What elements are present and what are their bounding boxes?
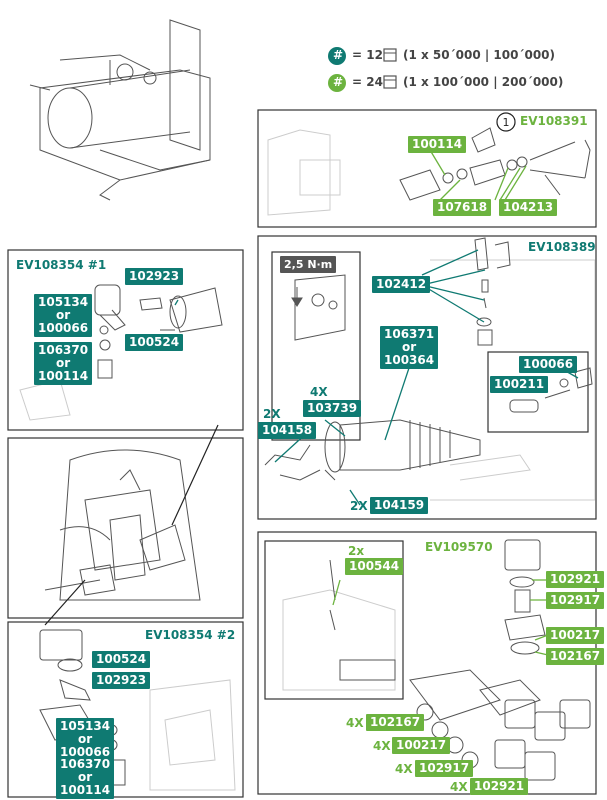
part-tag-100114: 100114: [408, 136, 467, 153]
legend-interval-teal: (1 x 50´000 | 100´000): [403, 48, 555, 62]
part-tag-100066: 100066: [519, 356, 578, 373]
boiler-cutaway-drawing: [44, 449, 201, 601]
part-tag-104213: 104213: [499, 199, 558, 216]
leader-to-ev108354-2: [44, 579, 86, 626]
panel-title-ev108391: EV108391: [520, 114, 588, 128]
part-tag-102917: 102917: [546, 592, 605, 609]
part-tag-104159: 104159: [370, 497, 429, 514]
ev108389-drawing: [264, 237, 596, 501]
part-tag-102923: 102923: [125, 268, 184, 285]
qty-2x-104158: 2X: [263, 407, 281, 421]
part-tag-105134-or-100066: 105134 or 100066: [34, 294, 93, 337]
part-tag-100211: 100211: [490, 376, 549, 393]
qty-2x-100544: 2x: [348, 544, 365, 558]
qty-4x-100217: 4X: [373, 739, 391, 753]
part-tag-105134-or-100066-b: 105134 or 100066: [56, 718, 115, 761]
qty-2x-104159: 2X: [350, 499, 368, 513]
legend-symbol-teal: #: [333, 48, 344, 62]
panel-frame-ev108354-2: [7, 621, 244, 798]
leader-to-ev108354-1: [171, 424, 219, 526]
inset-frame-pin: [487, 351, 589, 433]
part-tag-100217-b: 100217: [392, 737, 451, 754]
inset-frame-100544: [264, 540, 404, 700]
callout-circle: [496, 112, 516, 132]
panel-title-ev108354-2: EV108354 #2: [145, 628, 236, 642]
qty-4x-102167: 4X: [346, 716, 364, 730]
legend-symbol-green: #: [333, 75, 344, 89]
legend-count-green: = 24: [352, 75, 383, 89]
panel-frame-ev108389: [257, 235, 597, 520]
part-tag-106371-or-100364: 106371 or 100364: [380, 326, 439, 369]
panel-frame-ev108391: [257, 109, 597, 228]
part-tag-106370-or-100114: 106370 or 100114: [34, 342, 93, 385]
part-tag-102923-b: 102923: [92, 672, 151, 689]
part-tag-104158: 104158: [258, 422, 317, 439]
part-tag-100544: 100544: [345, 558, 404, 575]
panel-title-ev108354-1: EV108354 #1: [16, 258, 107, 272]
torque-label: 2,5 N·m: [280, 256, 337, 273]
legend-interval-green: (1 x 100´000 | 200´000): [403, 75, 564, 89]
panel-frame-overview: [7, 437, 244, 619]
part-tag-100524-b: 100524: [92, 651, 151, 668]
part-tag-103739: 103739: [303, 400, 362, 417]
part-tag-100524: 100524: [125, 334, 184, 351]
panel-frame-ev108354-1: [7, 249, 244, 431]
part-tag-100217: 100217: [546, 627, 605, 644]
panel-title-ev109570: EV109570: [425, 540, 493, 554]
green-leaders: [332, 149, 549, 656]
panel-title-ev108389: EV108389: [528, 240, 596, 254]
part-tag-102921-b: 102921: [470, 778, 529, 795]
qty-4x-103739: 4X: [310, 385, 328, 399]
part-tag-107618: 107618: [433, 199, 492, 216]
part-tag-102167: 102167: [546, 648, 605, 665]
part-tag-102917-b: 102917: [415, 760, 474, 777]
legend-icons: [328, 47, 397, 92]
part-tag-102921: 102921: [546, 571, 605, 588]
part-tag-102167-b: 102167: [366, 714, 425, 731]
ev109570-drawing: [282, 539, 591, 781]
legend-count-teal: = 12: [352, 48, 383, 62]
qty-4x-102921: 4X: [450, 780, 468, 794]
callout-number: 1: [503, 116, 510, 129]
inset-frame-torque: [271, 251, 361, 441]
qty-4x-102917: 4X: [395, 762, 413, 776]
part-tag-102412: 102412: [372, 276, 431, 293]
boiler-overview-drawing: [29, 19, 211, 201]
part-tag-106370-or-100114-b: 106370 or 100114: [56, 756, 115, 799]
